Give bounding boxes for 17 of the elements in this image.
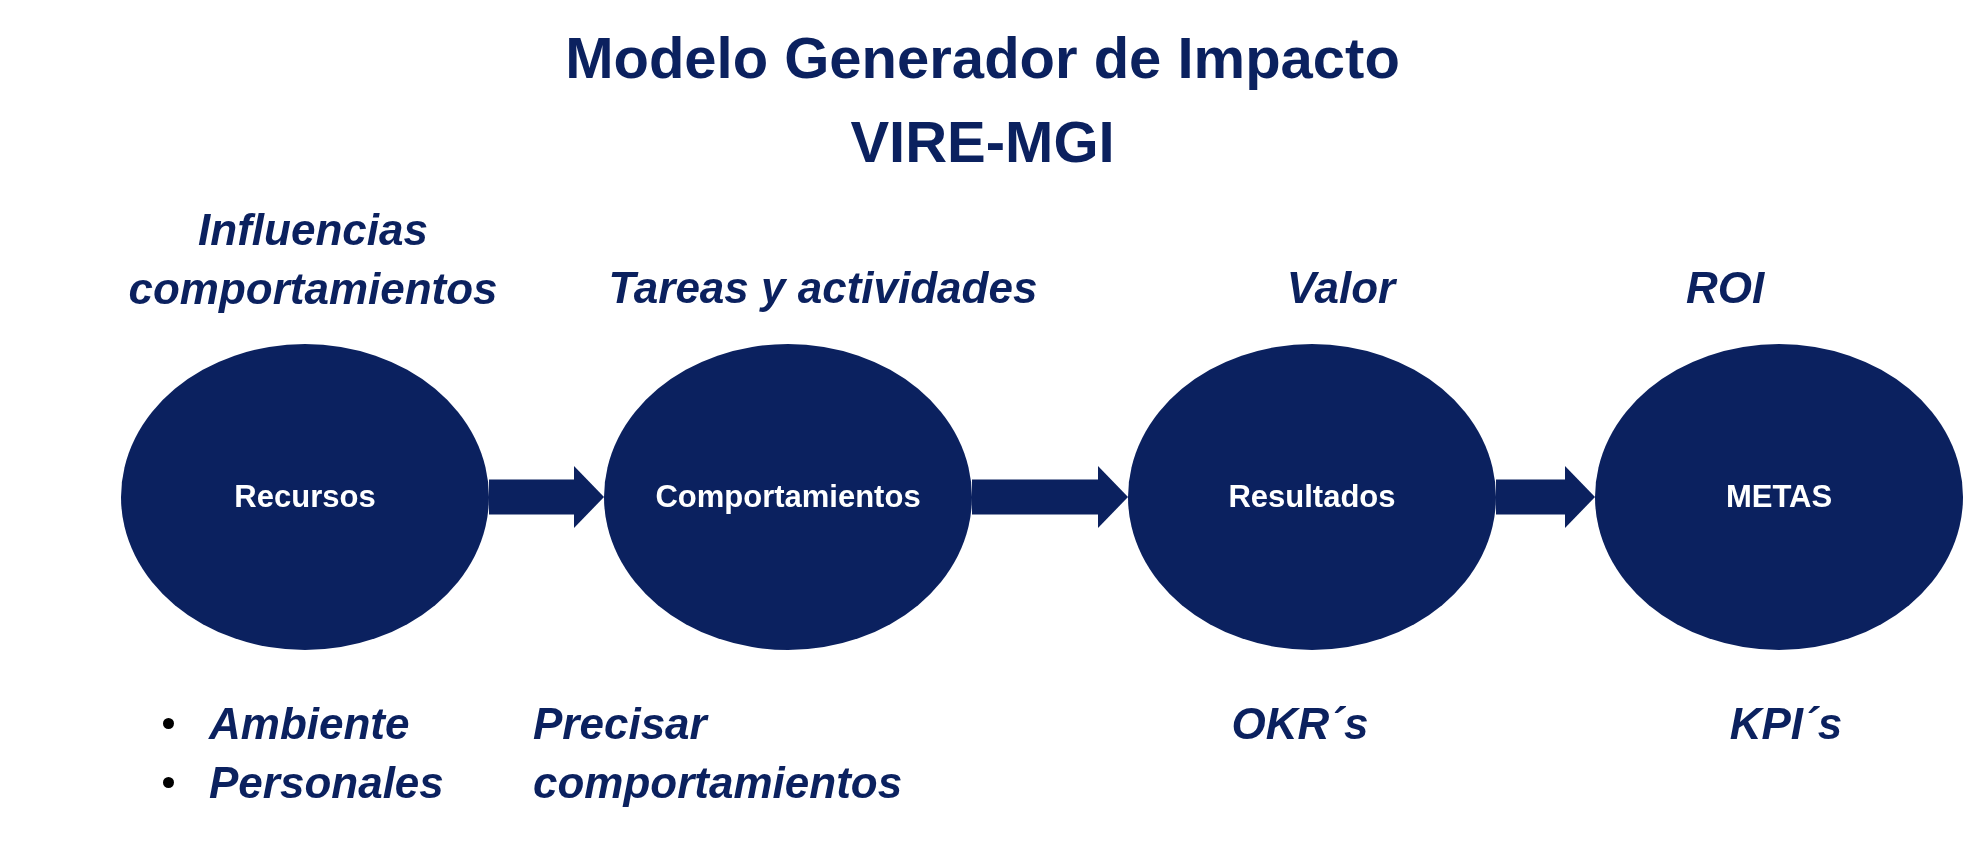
block-arrow	[1496, 466, 1595, 528]
caption-text: ROI	[1684, 262, 1766, 314]
caption-text: Personales	[209, 757, 445, 809]
caption-text: Influencias comportamientos	[127, 204, 499, 315]
caption-text: Tareas y actividades	[607, 262, 1039, 314]
caption-text: KPI´s	[1728, 698, 1844, 750]
caption-text: Precisar comportamientos	[533, 698, 904, 809]
node-label: Resultados	[1228, 479, 1396, 515]
caption-text: Ambiente	[209, 698, 411, 750]
node-label: METAS	[1725, 479, 1833, 515]
caption-text: OKR´s	[1230, 698, 1370, 750]
block-arrow	[972, 466, 1128, 528]
node-label: Comportamientos	[655, 479, 921, 515]
block-arrow	[489, 466, 604, 528]
caption-text: Valor	[1285, 262, 1398, 314]
diagram-title: Modelo Generador de Impacto VIRE-MGI	[564, 24, 1401, 176]
node-label: Recursos	[234, 479, 376, 515]
